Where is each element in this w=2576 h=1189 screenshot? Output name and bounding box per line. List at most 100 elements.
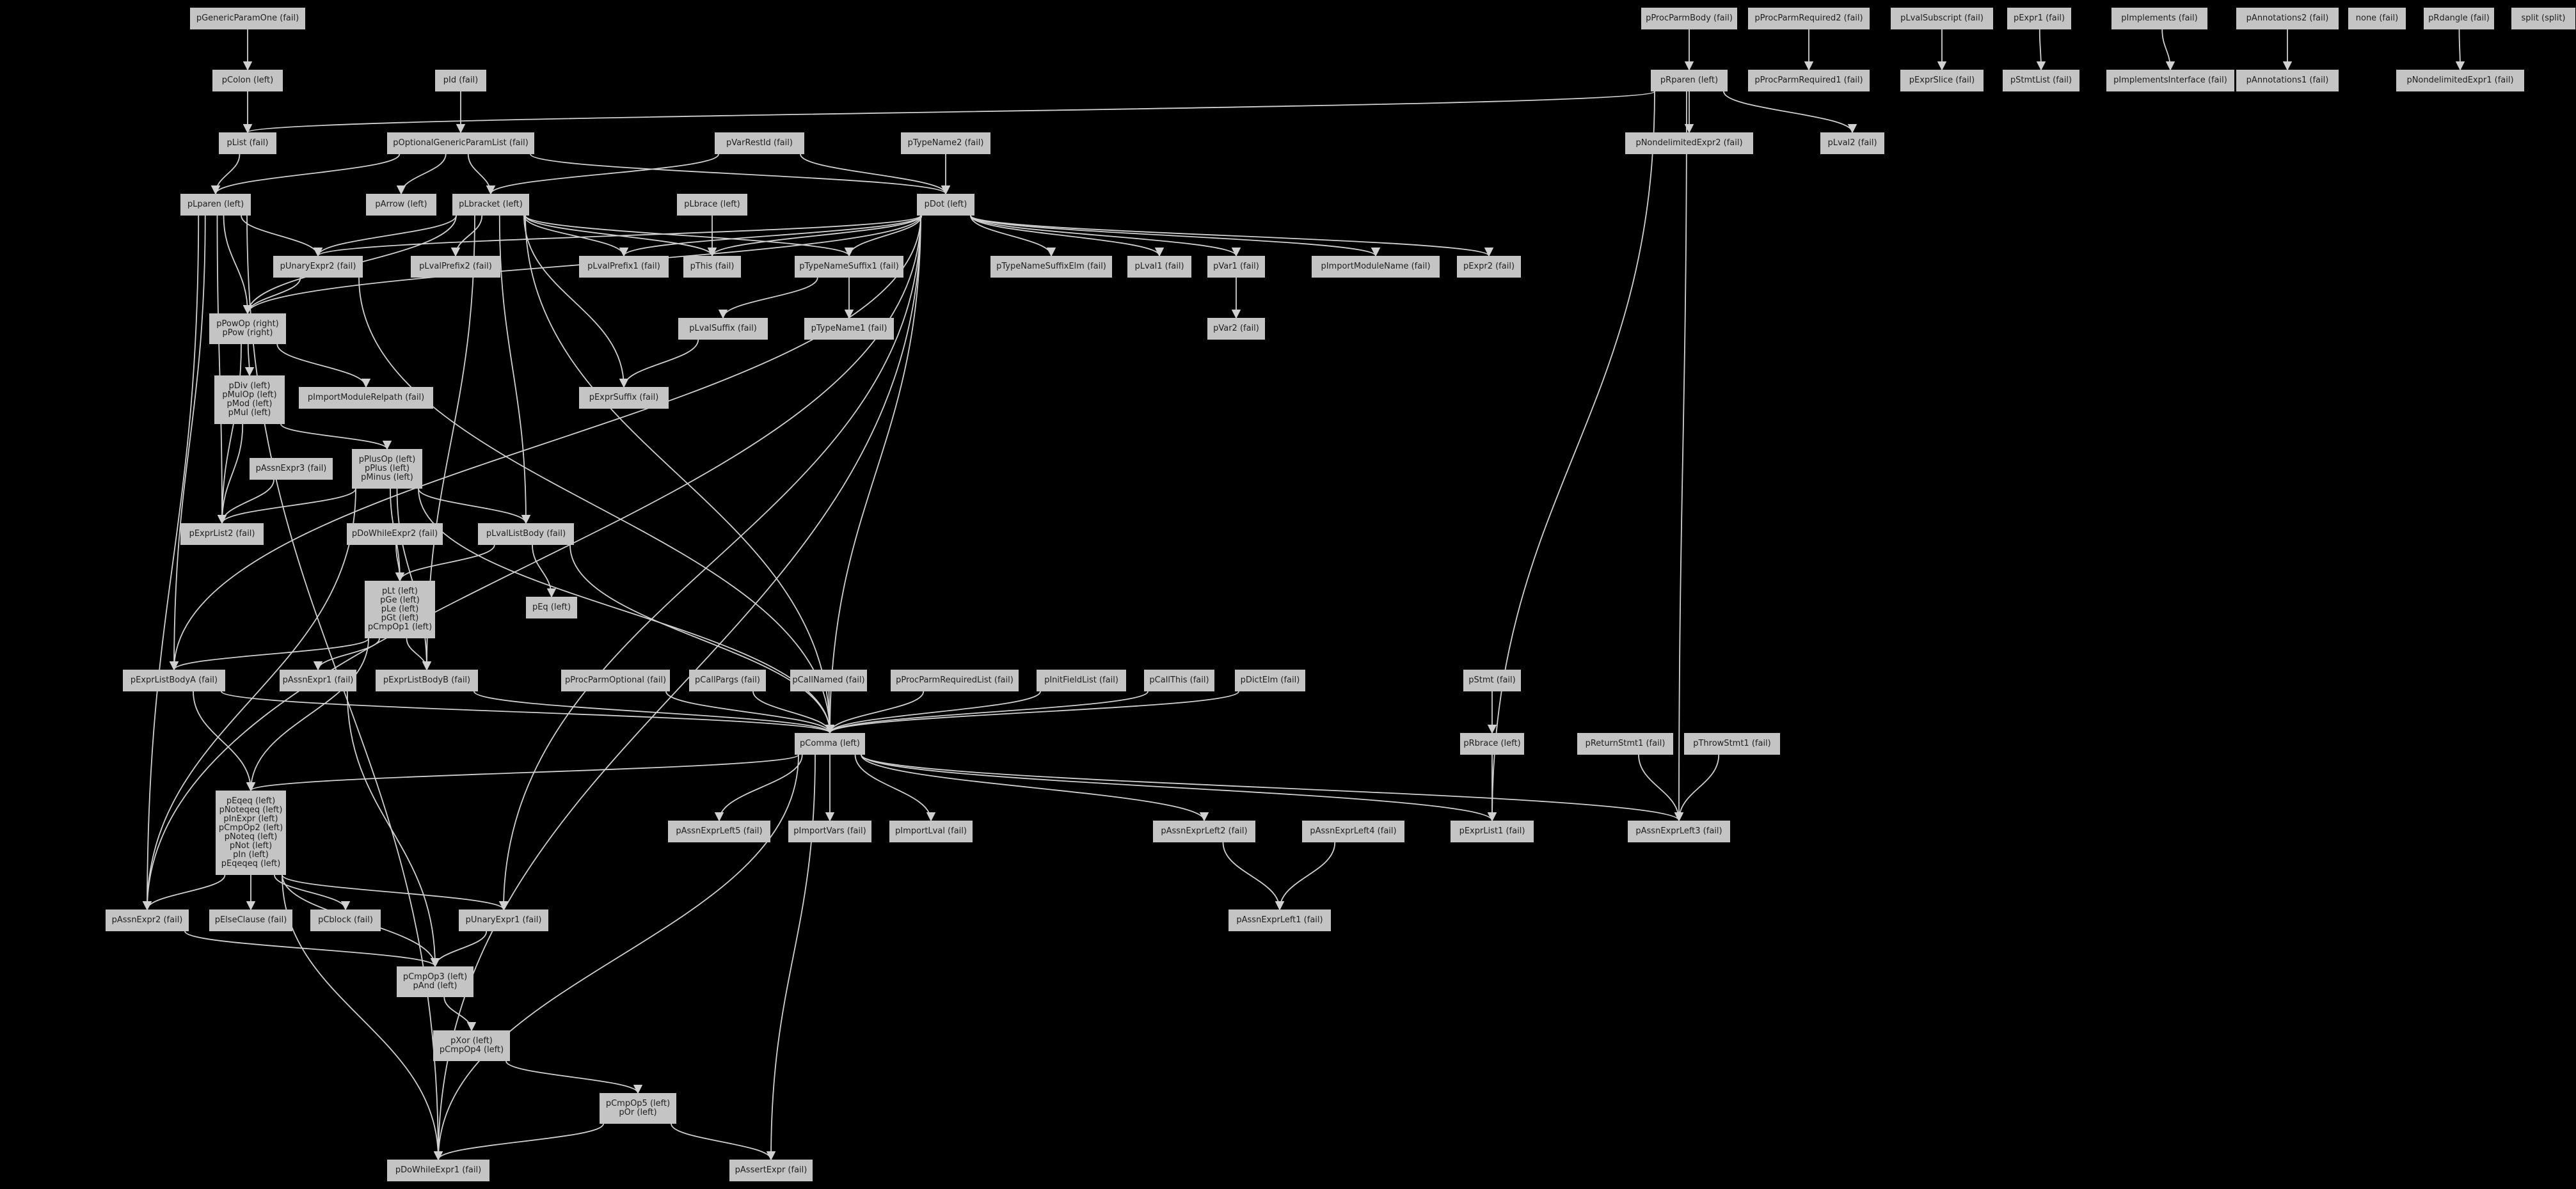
node-label: pCmpOp5 (left): [605, 1099, 671, 1108]
node-label: pAssnExprLeft5 (fail): [676, 826, 763, 836]
node-pdowhileexpr2: pDoWhileExpr2 (fail): [347, 523, 443, 545]
node-label: pExpr2 (fail): [1463, 262, 1515, 271]
node-poptionalgenericparamlist: pOptionalGenericParamList (fail): [387, 132, 534, 154]
edge-prparen-to-passnexprleft3: [1674, 91, 1687, 822]
node-pexprslice: pExprSlice (fail): [1900, 70, 1984, 91]
node-label: pGe (left): [380, 595, 420, 605]
node-label: pLval2 (fail): [1827, 138, 1877, 148]
node-preturnstmt1: pReturnStmt1 (fail): [1577, 733, 1673, 755]
edge-ppowop-to-pdiv: [244, 343, 255, 377]
node-plt: pLt (left)pGe (left)pLe (left)pGt (left)…: [365, 581, 435, 638]
node-pstmt: pStmt (fail): [1463, 670, 1521, 691]
node-ptypenamesuffix1: pTypeNameSuffix1 (fail): [795, 256, 903, 278]
node-label: pMinus (left): [361, 473, 413, 482]
node-label: pExprSuffix (fail): [589, 393, 659, 402]
edge-poptionalgenericparamlist-to-pdot: [530, 154, 950, 195]
node-label: pLval1 (fail): [1134, 262, 1184, 271]
edge-plbracket-to-pexprsuffix: [523, 215, 629, 388]
node-label: pProcParmOptional (fail): [564, 675, 667, 685]
node-label: pOptionalGenericParamList (fail): [393, 138, 529, 148]
node-pcallthis: pCallThis (fail): [1144, 670, 1214, 691]
node-parrow: pArrow (left): [366, 194, 436, 216]
node-peqeq: pEqeq (left)pNoteqeq (left)pInExpr (left…: [216, 791, 286, 875]
node-passnexpr3: pAssnExpr3 (fail): [250, 458, 333, 480]
node-pvar1: pVar1 (fail): [1207, 256, 1265, 278]
node-label: pDot (left): [924, 200, 967, 209]
edge-pxor-to-pcmpop5: [505, 1060, 643, 1094]
edge-plvallistbody-to-peq: [532, 544, 557, 598]
node-label: pEq (left): [532, 602, 571, 612]
node-label: pNoteq (left): [224, 832, 278, 842]
edge-pdot-to-plval1: [970, 215, 1165, 257]
edge-pdot-to-ptypenamesuffix1: [844, 215, 923, 257]
edge-pplusop-to-plvallistbody: [418, 488, 531, 524]
node-label: pLt (left): [382, 587, 418, 596]
node-label: pCallNamed (fail): [792, 675, 865, 685]
edge-plvallistbody-to-plt: [395, 544, 495, 582]
node-label: pDoWhileExpr2 (fail): [351, 529, 438, 539]
node-label: split (split): [2521, 13, 2566, 23]
node-pcallnamed: pCallNamed (fail): [790, 670, 867, 691]
node-pthrowstmt1: pThrowStmt1 (fail): [1684, 733, 1780, 755]
edge-pimplements-to-pimplementsinterface: [2161, 29, 2175, 71]
edge-plparen-to-passnexpr2: [142, 215, 200, 911]
node-ptypename1: pTypeName1 (fail): [804, 318, 894, 340]
node-label: pCmpOp1 (left): [367, 622, 433, 632]
node-pplusop: pPlusOp (left)pPlus (left)pMinus (left): [352, 449, 422, 489]
node-label: pLvalPrefix2 (fail): [419, 262, 492, 271]
node-label: pAnnotations2 (fail): [2246, 13, 2329, 23]
node-label: pRparen (left): [1660, 75, 1719, 85]
node-label: pXor (left): [450, 1036, 493, 1046]
edge-prparen-to-plist: [243, 91, 1655, 134]
node-label: pInExpr (left): [223, 814, 278, 824]
node-label: pCmpOp3 (left): [402, 972, 468, 982]
node-pprocparmrequiredlist: pProcParmRequiredList (fail): [891, 670, 1019, 691]
node-label: pOr (left): [619, 1108, 657, 1117]
node-label: pProcParmBody (fail): [1646, 13, 1733, 23]
node-label: pThrowStmt1 (fail): [1693, 739, 1771, 748]
edge-pcomma-to-passnexprleft2: [861, 754, 1209, 822]
node-pimportmodulename: pImportModuleName (fail): [1312, 256, 1440, 278]
edge-punaryexpr2-to-ppowop: [242, 277, 301, 315]
node-label: pThis (fail): [690, 262, 735, 271]
node-label: pRdangle (fail): [2428, 13, 2490, 23]
node-pstmtlist: pStmtList (fail): [2003, 70, 2079, 91]
edge-prdangle-to-pnondelimitedexpr1: [2455, 29, 2465, 71]
node-prdangle: pRdangle (fail): [2424, 8, 2494, 29]
node-pcmpop5: pCmpOp5 (left)pOr (left): [600, 1093, 676, 1124]
edge-passnexpr1-to-pcmpop3: [346, 691, 440, 968]
edge-peqeq-to-passnexpr2: [142, 874, 226, 911]
node-label: pVar2 (fail): [1213, 324, 1259, 333]
node-pannotations2: pAnnotations2 (fail): [2236, 8, 2339, 29]
edge-pdot-to-punaryexpr2: [314, 215, 921, 257]
node-pgenericparamone: pGenericParamOne (fail): [190, 8, 305, 29]
node-label: pUnaryExpr2 (fail): [280, 262, 356, 271]
node-label: pImplementsInterface (fail): [2113, 75, 2227, 85]
node-label: pIn (left): [233, 850, 269, 860]
node-label: pProcParmRequired1 (fail): [1754, 75, 1863, 85]
edge-plparen-to-pexprlist2: [216, 215, 227, 524]
node-pcmpop3: pCmpOp3 (left)pAnd (left): [397, 966, 473, 997]
node-label: pLbracket (left): [459, 200, 523, 209]
node-pprocparmrequired2: pProcParmRequired2 (fail): [1748, 8, 1870, 29]
node-label: pTypeNameSuffix1 (fail): [799, 262, 899, 271]
node-pcolon: pColon (left): [212, 70, 283, 91]
edge-passnexprleft4-to-passnexprleft1: [1275, 842, 1336, 911]
node-label: pElseClause (fail): [214, 915, 287, 925]
node-pdiv: pDiv (left)pMulOp (left)pMod (left)pMul …: [214, 375, 285, 424]
node-pimportmodulerelpath: pImportModuleRelpath (fail): [299, 387, 433, 409]
node-prbrace: pRbrace (left): [1460, 733, 1524, 755]
node-label: pId (fail): [443, 75, 479, 85]
node-label: pReturnStmt1 (fail): [1585, 739, 1666, 748]
node-label: pDictElm (fail): [1240, 675, 1300, 685]
node-label: pStmt (fail): [1468, 675, 1516, 685]
node-label: pImportVars (fail): [793, 826, 866, 836]
node-pimplementsinterface: pImplementsInterface (fail): [2106, 70, 2234, 91]
edge-pcomma-to-pimportlval: [854, 754, 936, 822]
node-label: pColon (left): [221, 75, 274, 85]
edge-plvallistbody-to-pcomma: [569, 544, 835, 734]
edge-plt-to-pexprlistbodyb: [406, 638, 432, 671]
node-pprocparmoptional: pProcParmOptional (fail): [561, 670, 670, 691]
edge-pdot-to-plvalprefix1: [619, 215, 921, 257]
edge-pplusop-to-passnexpr2: [142, 488, 356, 911]
